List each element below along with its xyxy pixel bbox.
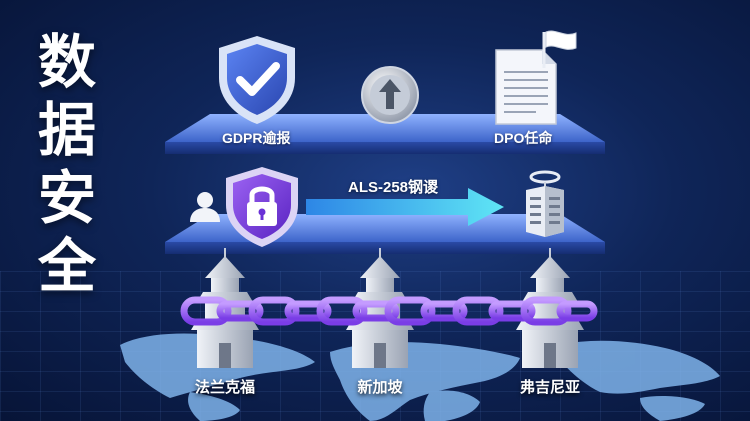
shield-check-icon	[219, 36, 295, 124]
flow-label: ALS-258钢谡	[348, 179, 439, 196]
shield-lock-icon	[226, 167, 298, 247]
document-flag-icon	[495, 30, 577, 125]
server-icon	[526, 170, 564, 237]
title-char: 据	[37, 96, 96, 164]
city-label-singapore: 新加坡	[357, 378, 403, 396]
page-title: 数据安全	[22, 28, 112, 300]
gdpr-label: GDPR逾报	[222, 130, 291, 146]
dpo-label: DPO任命	[494, 130, 553, 146]
arrow-right-icon	[306, 188, 504, 226]
title-char: 数	[37, 28, 96, 96]
title-char: 安	[37, 164, 96, 232]
city-label-frankfurt: 法兰克福	[194, 378, 255, 396]
title-char: 全	[37, 232, 96, 300]
user-icon	[190, 192, 220, 222]
chain-icon	[180, 296, 598, 326]
city-label-virginia: 弗吉尼亚	[519, 378, 580, 396]
upload-circle-icon	[361, 66, 419, 124]
top-platform	[165, 114, 605, 154]
